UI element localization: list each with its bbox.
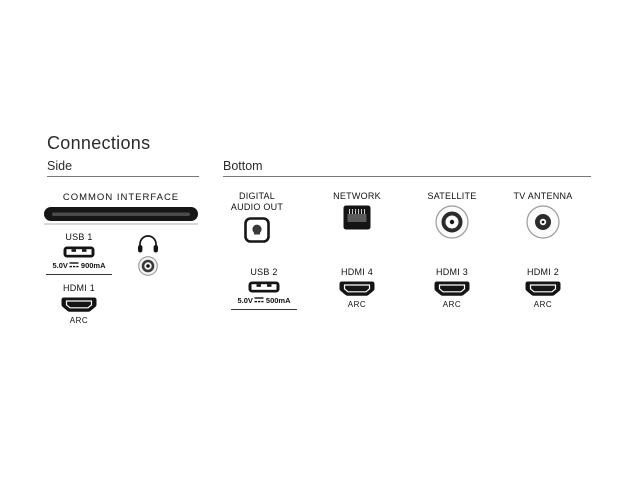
hdmi2-port: HDMI 2 ARC [521,267,565,309]
hdmi3-label: HDMI 3 [435,267,468,277]
headphones-icon [137,234,159,253]
usb2-current: 500mA [265,296,291,306]
usb-port-icon [248,281,280,293]
hdmi-port-icon [339,281,375,297]
common-interface-port: COMMON INTERFACE [44,192,198,225]
usb1-voltage: 5.0V [52,261,68,271]
network-port: NETWORK [324,191,390,230]
hdmi-port-icon [525,281,561,297]
hdmi-port-icon [61,297,97,313]
satellite-port: SATELLITE [420,191,484,239]
hdmi3-arc-label: ARC [442,300,462,310]
usb2-port: USB 2 5.0V 500mA [231,267,297,311]
usb1-power-rating: 5.0V 900mA [52,261,105,270]
page-title: Connections [47,133,151,153]
digital-audio-out-label: DIGITAL AUDIO OUT [230,191,284,213]
network-label: NETWORK [333,191,381,201]
usb-port-icon [63,246,95,258]
section-side-heading: Side [47,159,73,173]
tv-antenna-port: TV ANTENNA [508,191,578,239]
common-interface-slot-icon [44,206,198,225]
hdmi1-port: HDMI 1 ARC [57,283,101,325]
usb1-label: USB 1 [65,232,93,242]
common-interface-label: COMMON INTERFACE [62,192,180,203]
digital-audio-out-port: DIGITAL AUDIO OUT [224,191,290,243]
usb1-port: USB 1 5.0V 900mA [46,232,112,276]
section-side-rule [47,176,199,177]
audio-jack-icon [138,256,158,276]
hdmi4-arc-label: ARC [347,300,367,310]
hdmi4-label: HDMI 4 [340,267,373,277]
satellite-label: SATELLITE [427,191,477,201]
usb2-voltage: 5.0V [237,296,253,306]
section-bottom-heading: Bottom [223,159,263,173]
hdmi3-port: HDMI 3 ARC [430,267,474,309]
hdmi1-label: HDMI 1 [62,283,95,293]
hdmi4-port: HDMI 4 ARC [335,267,379,309]
hdmi2-arc-label: ARC [533,300,553,310]
headphones-port [135,231,161,276]
antenna-coax-icon [526,205,560,239]
usb2-label: USB 2 [250,267,278,277]
hdmi-port-icon [434,281,470,297]
tv-antenna-label: TV ANTENNA [513,191,573,201]
dc-icon [69,261,79,270]
ethernet-port-icon [343,205,371,230]
usb2-power-rating: 5.0V 500mA [237,296,290,305]
dc-icon [254,296,264,305]
section-bottom-rule [223,176,591,177]
optical-port-icon [244,216,270,243]
hdmi2-label: HDMI 2 [526,267,559,277]
usb1-current: 900mA [80,261,106,271]
satellite-coax-icon [435,205,469,239]
hdmi1-arc-label: ARC [69,316,89,326]
